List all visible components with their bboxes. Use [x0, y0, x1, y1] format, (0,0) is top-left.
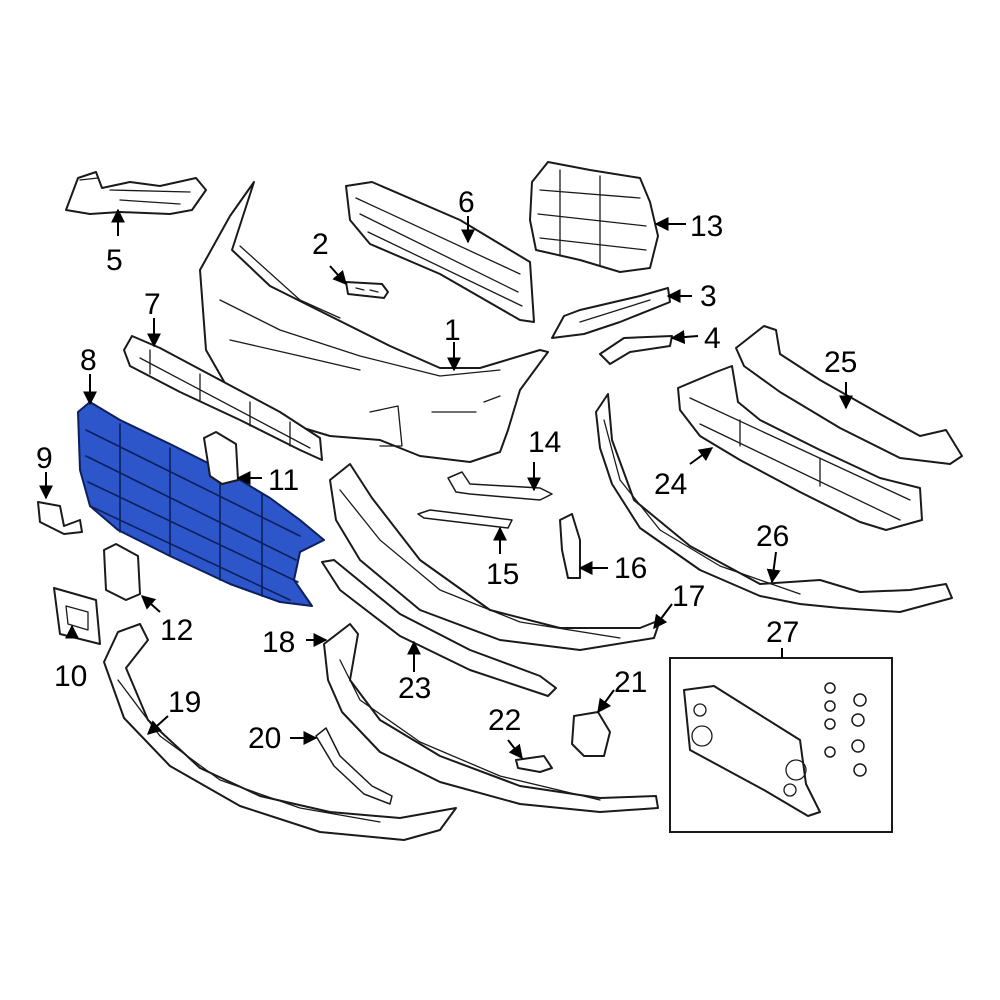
callout-3: 3 [700, 280, 717, 313]
part-4-bracket[interactable] [599, 335, 673, 365]
part-21-bracket[interactable] [571, 711, 611, 757]
callout-23: 23 [398, 672, 431, 705]
callout-26: 26 [756, 520, 789, 553]
part-6-grille-frame[interactable] [345, 181, 535, 323]
callout-19: 19 [168, 686, 201, 719]
callout-5: 5 [106, 244, 123, 277]
part-16-side-bracket[interactable] [559, 513, 581, 579]
callout-12: 12 [160, 614, 193, 647]
callout-14: 14 [528, 426, 561, 459]
part-19-lower-spoiler[interactable] [103, 623, 457, 841]
part-2-clip[interactable] [345, 281, 389, 299]
part-15-trim-strip[interactable] [417, 509, 513, 529]
callout-1: 1 [444, 314, 461, 347]
part-26-reinforcement-bar[interactable] [595, 393, 953, 613]
callout-15: 15 [486, 558, 519, 591]
callout-10: 10 [54, 660, 87, 693]
part-3-bracket[interactable] [551, 287, 671, 339]
part-10-cover[interactable] [53, 587, 101, 645]
callout-20: 20 [248, 722, 281, 755]
callout-9: 9 [36, 442, 53, 475]
part-8-grille[interactable] [77, 401, 325, 607]
callout-13: 13 [690, 210, 723, 243]
part-12-bracket[interactable] [103, 543, 141, 601]
part-22-clip[interactable] [515, 755, 553, 773]
part-27-license-kit[interactable] [669, 657, 893, 833]
callout-22: 22 [488, 704, 521, 737]
callout-16: 16 [614, 552, 647, 585]
callout-4: 4 [704, 322, 721, 355]
callout-11: 11 [268, 464, 299, 497]
callout-24: 24 [654, 468, 687, 501]
callout-7: 7 [144, 288, 161, 321]
part-18-lower-panel[interactable] [323, 623, 659, 813]
part-5-bracket[interactable] [65, 171, 207, 215]
callout-8: 8 [80, 344, 97, 377]
part-23-lower-trim[interactable] [321, 559, 557, 697]
callout-labels: 1 2 3 4 5 6 7 8 9 10 11 12 13 14 15 16 1… [36, 186, 857, 755]
part-24-absorber[interactable] [677, 365, 923, 531]
fastener-group [824, 682, 867, 777]
part-13-absorber-bracket[interactable] [529, 161, 659, 273]
callout-6: 6 [458, 186, 475, 219]
leader-lines [39, 208, 853, 760]
callout-27: 27 [766, 616, 799, 649]
callout-17: 17 [672, 580, 705, 613]
part-20-trim-strip[interactable] [315, 727, 393, 805]
callout-25: 25 [824, 346, 857, 379]
callout-21: 21 [614, 666, 647, 699]
part-14-bracket[interactable] [447, 471, 553, 501]
part-11-bracket[interactable] [203, 431, 239, 485]
part-25-upper-support[interactable] [735, 325, 963, 465]
callout-2: 2 [312, 228, 329, 261]
callout-18: 18 [262, 626, 295, 659]
part-9-sensor[interactable] [37, 501, 83, 535]
